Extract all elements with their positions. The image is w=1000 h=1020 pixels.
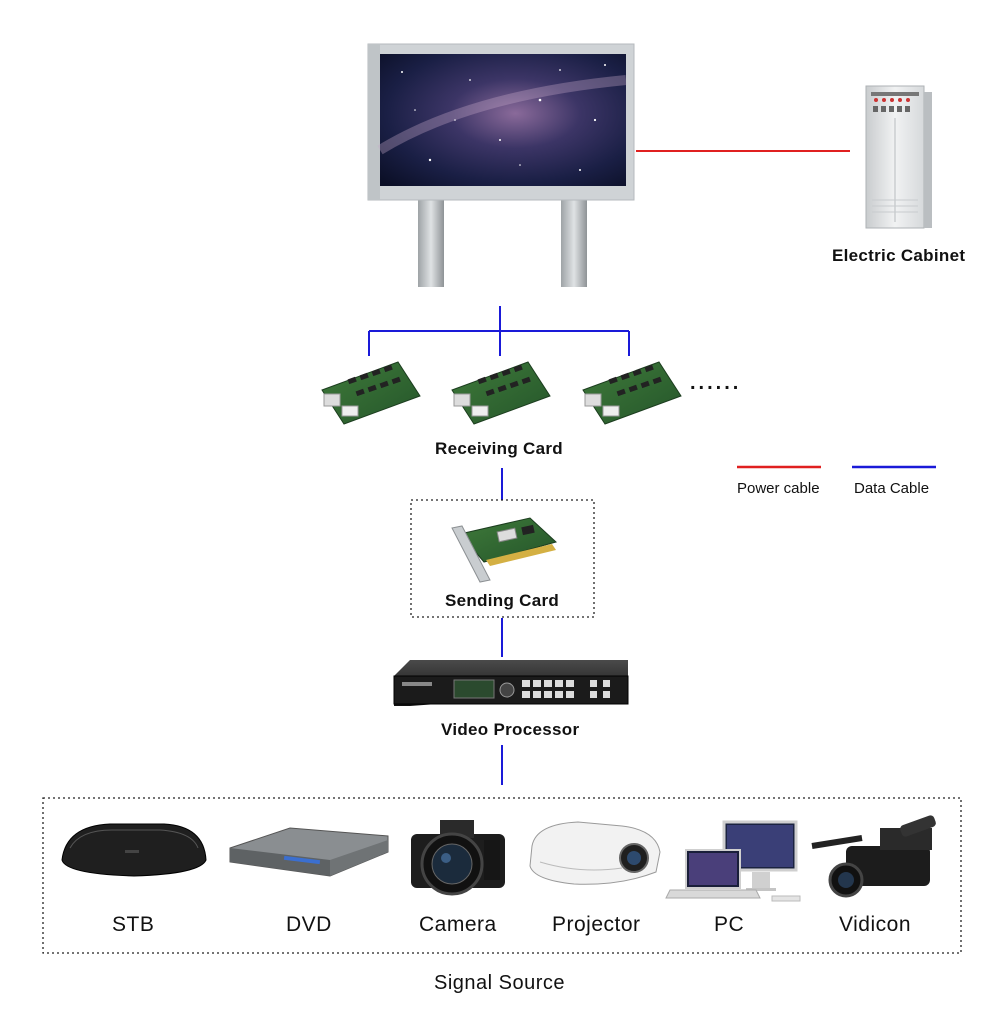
camera-icon (411, 820, 505, 896)
computer-icon (665, 820, 801, 902)
source-label-camera: Camera (419, 913, 497, 936)
video-camera-icon (811, 815, 936, 898)
sending-card-label: Sending Card (445, 591, 560, 610)
legend-power-label: Power cable (737, 480, 820, 497)
more-cards-ellipsis: ...... (690, 372, 742, 394)
source-label-projector: Projector (552, 913, 641, 936)
receiving-card-icon (582, 361, 682, 425)
set-top-box-icon (61, 823, 207, 877)
source-label-vidicon: Vidicon (839, 913, 911, 936)
led-display-screen-icon (367, 43, 635, 287)
receiving-card-label: Receiving Card (435, 439, 563, 458)
receiving-card-icon (321, 361, 421, 425)
source-label-dvd: DVD (286, 913, 332, 936)
source-label-pc: PC (714, 913, 745, 936)
electric-cabinet-label: Electric Cabinet (832, 246, 966, 265)
sending-card-icon (451, 517, 557, 583)
video-processor-icon (393, 660, 629, 706)
signal-source-label: Signal Source (434, 972, 566, 994)
video-processor-label: Video Processor (441, 720, 580, 739)
projector-icon (529, 821, 661, 885)
dvd-player-icon (229, 827, 389, 877)
source-label-stb: STB (112, 913, 155, 936)
legend-data-label: Data Cable (854, 480, 930, 497)
sending-card-box (410, 499, 595, 618)
electric-cabinet-icon (865, 85, 932, 229)
receiving-card-icon (451, 361, 551, 425)
signal-source-box (42, 797, 962, 954)
